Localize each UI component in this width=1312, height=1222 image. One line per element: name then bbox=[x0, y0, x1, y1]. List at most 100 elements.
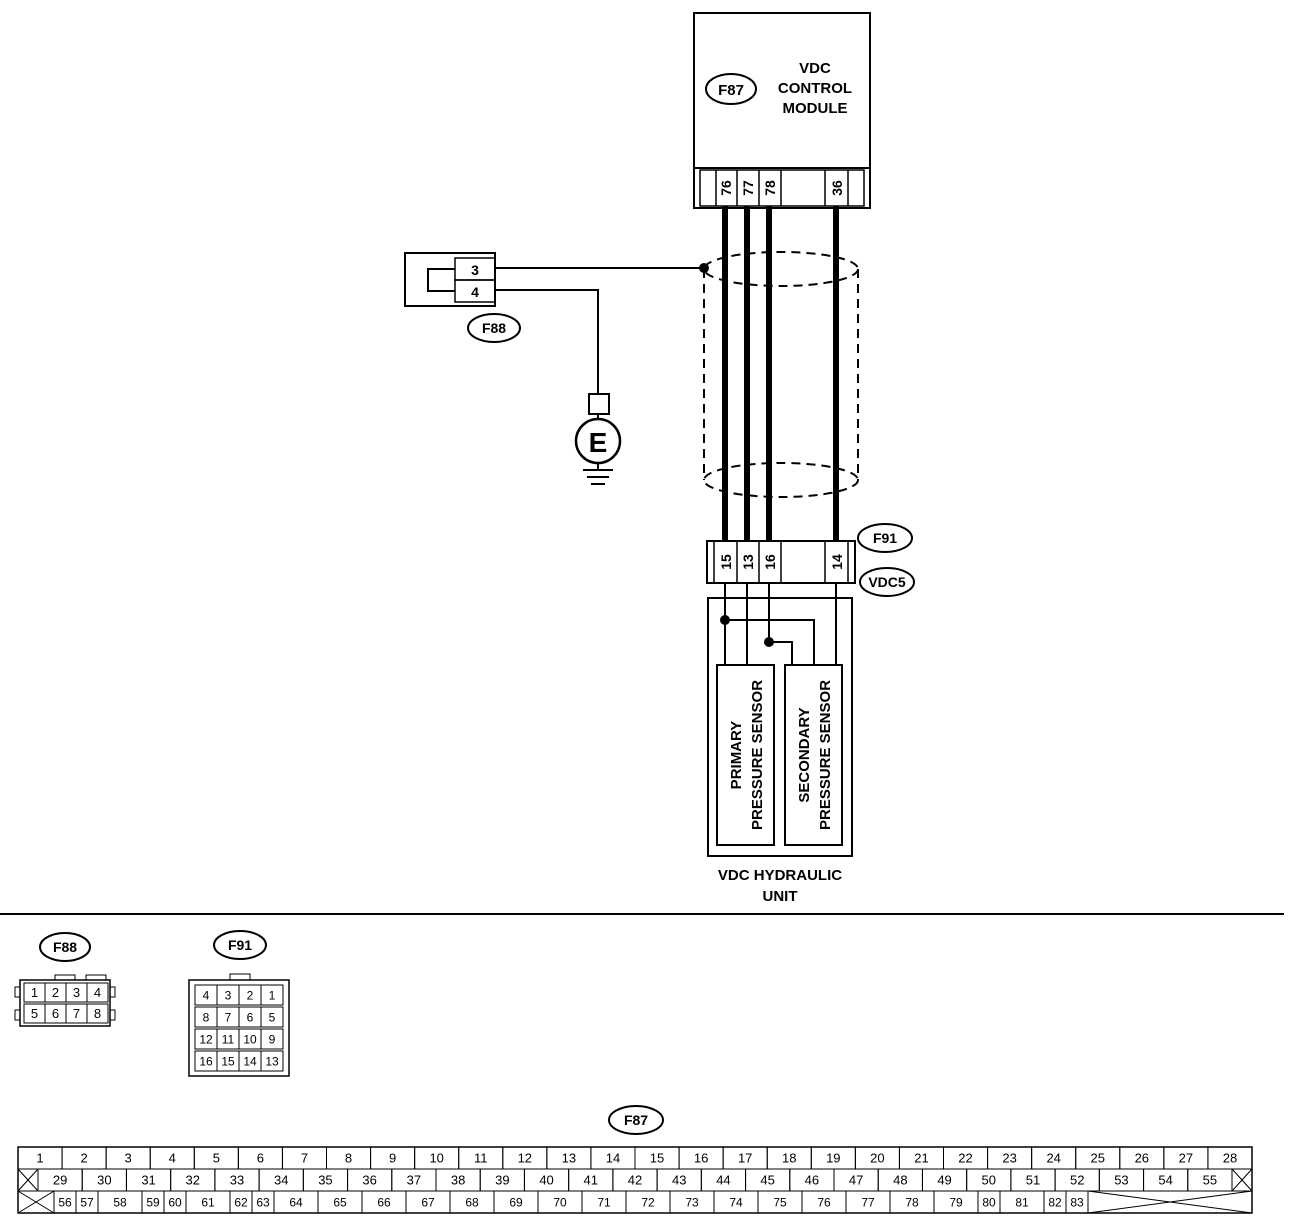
svg-text:16: 16 bbox=[199, 1054, 213, 1068]
f91-connector-label: F91 bbox=[873, 530, 897, 546]
svg-text:7: 7 bbox=[301, 1151, 308, 1166]
svg-text:67: 67 bbox=[421, 1195, 435, 1209]
ground-label: E bbox=[589, 427, 608, 458]
svg-text:49: 49 bbox=[937, 1173, 951, 1188]
f88-view-pin: 4 bbox=[86, 982, 109, 1003]
f87-view-pin: 83 bbox=[1065, 1190, 1089, 1214]
f87-view-pin: 10 bbox=[414, 1146, 460, 1170]
svg-text:4: 4 bbox=[203, 988, 210, 1002]
f87-view-pin: 42 bbox=[612, 1168, 658, 1192]
svg-text:66: 66 bbox=[377, 1195, 391, 1209]
f87-view-pin: 29 bbox=[37, 1168, 83, 1192]
svg-text:39: 39 bbox=[495, 1173, 509, 1188]
f87-view-pin: 36 bbox=[347, 1168, 393, 1192]
f91-connector: 15 13 16 14 F91 VDC5 bbox=[706, 523, 915, 597]
f87-view-pin: 63 bbox=[251, 1190, 275, 1214]
svg-text:12: 12 bbox=[518, 1151, 532, 1166]
secondary-sensor-line-1: SECONDARY bbox=[796, 707, 813, 802]
f87-connector-badge bbox=[705, 73, 757, 105]
module-name-line-2: CONTROL bbox=[778, 80, 852, 97]
f87-view-pin: 43 bbox=[656, 1168, 702, 1192]
vdc-hydraulic-unit: PRIMARY PRESSURE SENSOR SECONDARY PRESSU… bbox=[707, 583, 853, 905]
svg-text:53: 53 bbox=[1114, 1173, 1128, 1188]
svg-text:9: 9 bbox=[389, 1151, 396, 1166]
svg-text:37: 37 bbox=[407, 1173, 421, 1188]
f87-view-pin: 59 bbox=[141, 1190, 165, 1214]
f87-view-pin: 1 bbox=[17, 1146, 63, 1170]
f91-connector-badge bbox=[857, 523, 913, 553]
svg-text:68: 68 bbox=[465, 1195, 479, 1209]
f87-view-pin: 24 bbox=[1031, 1146, 1077, 1170]
vdc5-connector-badge bbox=[859, 567, 915, 597]
svg-text:12: 12 bbox=[199, 1032, 213, 1046]
f87-view-pin: 58 bbox=[97, 1190, 143, 1214]
svg-text:32: 32 bbox=[186, 1173, 200, 1188]
svg-text:5: 5 bbox=[213, 1151, 220, 1166]
f87-view-pin: 27 bbox=[1163, 1146, 1209, 1170]
svg-text:17: 17 bbox=[738, 1151, 752, 1166]
f88-pin-3: 3 bbox=[471, 262, 479, 278]
f87-view-pin: 7 bbox=[281, 1146, 327, 1170]
f88-view-pin: 3 bbox=[65, 982, 88, 1003]
svg-text:7: 7 bbox=[73, 1006, 80, 1021]
f87-view-pin: 48 bbox=[877, 1168, 923, 1192]
f87-view-pin: 17 bbox=[722, 1146, 768, 1170]
hydraulic-unit-name-line-1: VDC HYDRAULIC bbox=[718, 867, 842, 884]
svg-text:55: 55 bbox=[1203, 1173, 1217, 1188]
f87-view-pin: 15 bbox=[634, 1146, 680, 1170]
svg-text:2: 2 bbox=[80, 1151, 87, 1166]
f87-view-pin: 41 bbox=[568, 1168, 614, 1192]
svg-text:30: 30 bbox=[97, 1173, 111, 1188]
f87-view-pin: 69 bbox=[493, 1190, 539, 1214]
f91-pin-14: 14 bbox=[829, 554, 845, 570]
f91-view-pin: 11 bbox=[216, 1028, 240, 1050]
f91-view-pin: 8 bbox=[194, 1006, 218, 1028]
svg-text:73: 73 bbox=[685, 1195, 699, 1209]
f87-view-pin: 68 bbox=[449, 1190, 495, 1214]
f87-view-pin: 76 bbox=[801, 1190, 847, 1214]
svg-text:52: 52 bbox=[1070, 1173, 1084, 1188]
svg-text:3: 3 bbox=[225, 988, 232, 1002]
vdc-control-module: F87 VDC CONTROL MODULE 76 77 78 36 bbox=[693, 12, 871, 209]
svg-text:1: 1 bbox=[31, 985, 38, 1000]
f87-view-pin: 60 bbox=[163, 1190, 187, 1214]
f87-view-pin: 64 bbox=[273, 1190, 319, 1214]
f87-view-pin: 79 bbox=[933, 1190, 979, 1214]
f87-view-blank bbox=[17, 1168, 39, 1192]
svg-text:10: 10 bbox=[429, 1151, 443, 1166]
svg-text:25: 25 bbox=[1091, 1151, 1105, 1166]
svg-text:5: 5 bbox=[269, 1010, 276, 1024]
f91-view-pin: 16 bbox=[194, 1050, 218, 1072]
svg-text:11: 11 bbox=[474, 1151, 488, 1166]
f87-view-pin: 52 bbox=[1054, 1168, 1100, 1192]
f87-view-pin: 8 bbox=[326, 1146, 372, 1170]
hydraulic-unit-name-line-2: UNIT bbox=[763, 888, 798, 905]
f91-view-pin: 15 bbox=[216, 1050, 240, 1072]
svg-text:19: 19 bbox=[826, 1151, 840, 1166]
svg-text:59: 59 bbox=[146, 1195, 160, 1209]
f91-view-pin: 10 bbox=[238, 1028, 262, 1050]
f87-view-blank bbox=[1231, 1168, 1253, 1192]
f87-view-pin: 66 bbox=[361, 1190, 407, 1214]
module-name-line-3: MODULE bbox=[783, 100, 848, 117]
svg-text:16: 16 bbox=[694, 1151, 708, 1166]
f87-view-pin: 26 bbox=[1119, 1146, 1165, 1170]
svg-text:28: 28 bbox=[1223, 1151, 1237, 1166]
f88-connector-badge bbox=[467, 313, 521, 343]
svg-text:1: 1 bbox=[36, 1151, 43, 1166]
secondary-sensor-line-2: PRESSURE SENSOR bbox=[817, 680, 834, 830]
f91-pin-15: 15 bbox=[718, 554, 734, 570]
svg-text:11: 11 bbox=[222, 1032, 235, 1046]
svg-text:58: 58 bbox=[113, 1195, 127, 1209]
f87-view-pin: 56 bbox=[53, 1190, 77, 1214]
svg-text:13: 13 bbox=[562, 1151, 576, 1166]
svg-text:22: 22 bbox=[958, 1151, 972, 1166]
f91-view-pin: 2 bbox=[238, 984, 262, 1006]
f87-view-pin: 54 bbox=[1143, 1168, 1189, 1192]
svg-text:46: 46 bbox=[805, 1173, 819, 1188]
f87-view-pin: 44 bbox=[700, 1168, 747, 1192]
f87-view-pin: 23 bbox=[987, 1146, 1033, 1170]
svg-text:10: 10 bbox=[243, 1032, 257, 1046]
svg-text:31: 31 bbox=[141, 1173, 155, 1188]
